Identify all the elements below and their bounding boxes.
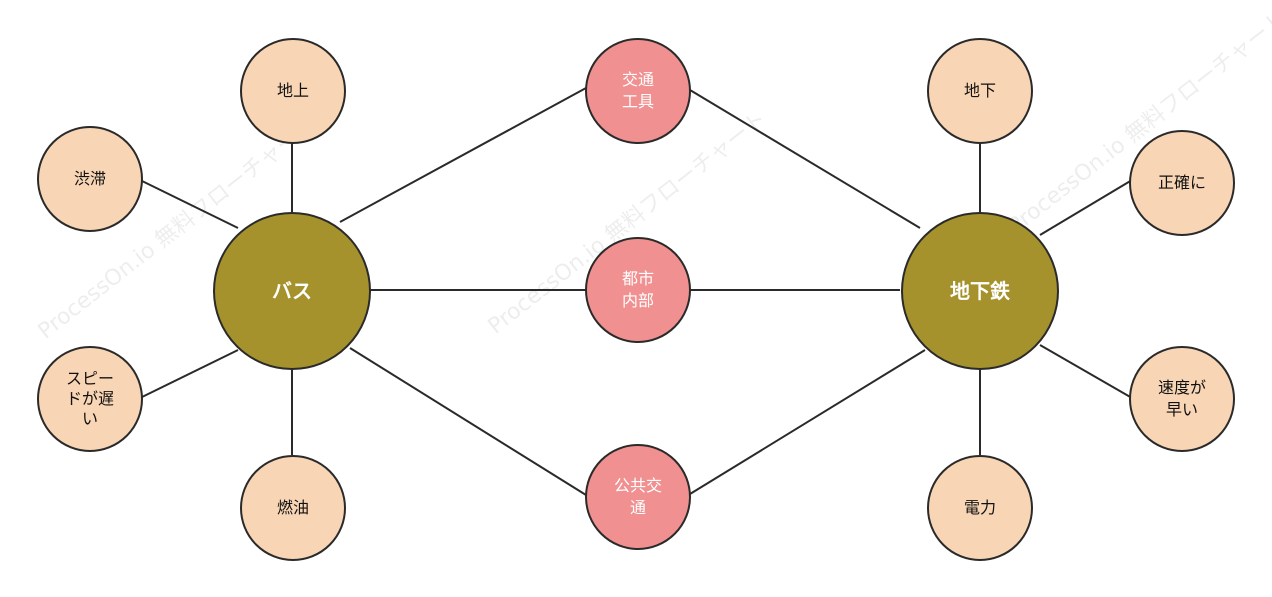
node-fast-speed[interactable]: 速度が 早い — [1129, 346, 1235, 452]
node-label-line: ドが遅 — [65, 389, 114, 408]
node-inner-city[interactable]: 都市 内部 — [585, 237, 691, 343]
node-transport-tool[interactable]: 交通 工具 — [585, 38, 691, 144]
node-label-line: 工具 — [621, 92, 654, 111]
edge-bus-slow-speed — [139, 349, 239, 399]
node-label-line: 通 — [629, 498, 646, 517]
edge-subway-public-transport — [689, 349, 926, 495]
node-label-line: スピー — [65, 369, 114, 388]
edge-bus-public-transport — [349, 347, 587, 496]
node-public-transport[interactable]: 公共交 通 — [585, 444, 691, 550]
edge-subway-accurate — [1039, 179, 1133, 236]
node-label: 燃油 — [276, 498, 309, 517]
node-label-line: 公共交 — [613, 476, 662, 495]
node-ground[interactable]: 地上 — [240, 38, 346, 144]
node-label-line: 都市 — [621, 269, 654, 288]
node-label: 地下鉄 — [950, 279, 1010, 303]
edge-subway-fast-speed — [1039, 344, 1133, 399]
node-label: 地上 — [276, 81, 309, 100]
node-label: 電力 — [963, 498, 996, 517]
node-label: 渋滞 — [73, 169, 106, 188]
edge-bus-traffic-jam — [139, 179, 239, 229]
edge-subway-transport-tool — [689, 89, 921, 229]
node-label-line: 早い — [1165, 400, 1198, 419]
node-underground[interactable]: 地下 — [927, 38, 1033, 144]
edge-bus-transport-tool — [339, 87, 587, 223]
node-label-line: 交通 — [621, 70, 654, 89]
node-fuel[interactable]: 燃油 — [240, 455, 346, 561]
node-label-line: 速度が — [1157, 378, 1206, 397]
node-label: バス — [272, 279, 312, 303]
node-accurate[interactable]: 正確に — [1129, 130, 1235, 236]
node-label: 地下 — [963, 81, 996, 100]
node-bus[interactable]: バス — [213, 212, 371, 370]
node-label-line: い — [81, 409, 98, 428]
node-traffic-jam[interactable]: 渋滞 — [37, 126, 143, 232]
node-label-line: 内部 — [621, 291, 654, 310]
node-label: 正確に — [1157, 173, 1206, 192]
node-slow-speed[interactable]: スピー ドが遅 い — [37, 346, 143, 452]
node-subway[interactable]: 地下鉄 — [901, 212, 1059, 370]
node-electricity[interactable]: 電力 — [927, 455, 1033, 561]
